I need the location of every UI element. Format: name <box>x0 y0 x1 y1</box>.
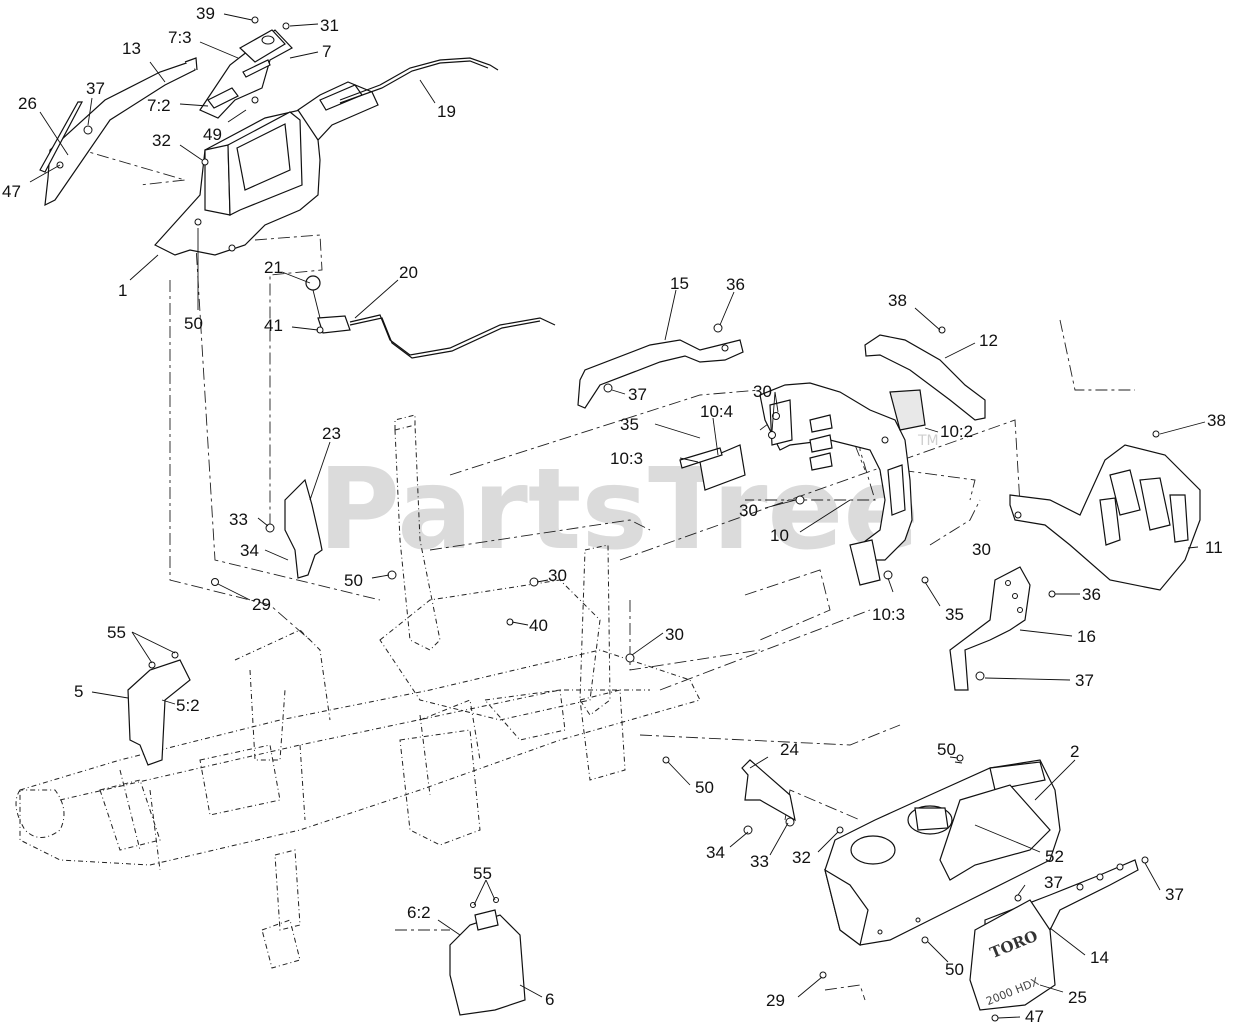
callout-label: 34 <box>240 541 259 560</box>
callout-label: 31 <box>320 16 339 35</box>
callout-label: 41 <box>264 316 283 335</box>
callout-label: 39 <box>196 4 215 23</box>
part-12-bracket <box>864 334 986 421</box>
callout-label: 37 <box>1165 885 1184 904</box>
callout-label: 12 <box>979 331 998 350</box>
callout-label: 25 <box>1068 988 1087 1007</box>
callout-label: 5 <box>74 682 83 701</box>
callout-label: 33 <box>750 852 769 871</box>
part-6-cover <box>449 897 526 1016</box>
callout-label: 49 <box>203 125 222 144</box>
callout-label: 5:2 <box>176 696 200 715</box>
part-10-2-plate <box>889 389 926 431</box>
callout-label: 32 <box>792 848 811 867</box>
callout-label: 10:3 <box>610 449 643 468</box>
callout-label: 50 <box>937 740 956 759</box>
part-2-console <box>824 759 1061 947</box>
callout-label: 7:3 <box>168 28 192 47</box>
callout-labels: 39 31 13 7:3 7 26 37 7:2 19 32 49 47 1 2… <box>2 4 1226 1026</box>
callout-label: 13 <box>122 39 141 58</box>
callout-label: 50 <box>945 960 964 979</box>
callout-label: 30 <box>665 625 684 644</box>
callout-label: 26 <box>18 94 37 113</box>
callout-label: 36 <box>726 275 745 294</box>
part-13-bracket <box>44 57 198 207</box>
mower-frame <box>15 414 701 969</box>
callout-label: 37 <box>1044 873 1063 892</box>
callout-label: 47 <box>2 182 21 201</box>
part-11-guard <box>1009 444 1201 591</box>
callout-label: 15 <box>670 274 689 293</box>
part-25-decal: TORO 2000 HDX <box>969 899 1056 1011</box>
callout-label: 30 <box>972 540 991 559</box>
callout-label: 6 <box>545 990 554 1009</box>
callout-label: 50 <box>184 314 203 333</box>
callout-label: 36 <box>1082 585 1101 604</box>
callout-label: 47 <box>1025 1007 1044 1026</box>
callout-label: 35 <box>620 415 639 434</box>
callout-label: 30 <box>753 382 772 401</box>
callout-label: 30 <box>739 501 758 520</box>
callout-label: 10:4 <box>700 402 733 421</box>
callout-label: 50 <box>695 778 714 797</box>
callout-label: 10 <box>770 526 789 545</box>
leader-lines <box>29 13 1206 1019</box>
callout-label: 10:3 <box>872 605 905 624</box>
callout-label: 33 <box>229 510 248 529</box>
callout-label: 34 <box>706 843 725 862</box>
callout-label: 20 <box>399 263 418 282</box>
callout-label: 52 <box>1045 847 1064 866</box>
callout-label: 23 <box>322 424 341 443</box>
part-15-bracket <box>577 339 744 409</box>
callout-label: 55 <box>473 864 492 883</box>
callout-label: 55 <box>107 623 126 642</box>
callout-label: 32 <box>152 131 171 150</box>
part-26-strip <box>39 101 83 173</box>
part-24-bracket <box>741 759 796 835</box>
watermark-tm: TM <box>917 433 939 449</box>
callout-label: 38 <box>888 291 907 310</box>
callout-label: 2 <box>1070 742 1079 761</box>
callout-label: 14 <box>1090 948 1109 967</box>
callout-label: 30 <box>548 566 567 585</box>
callout-label: 37 <box>628 385 647 404</box>
callout-label: 29 <box>252 595 271 614</box>
part-7-plate <box>199 29 293 119</box>
callout-label: 37 <box>86 79 105 98</box>
callout-label: 50 <box>344 571 363 590</box>
callout-label: 35 <box>945 605 964 624</box>
callout-label: 6:2 <box>407 903 431 922</box>
callout-label: 7 <box>322 42 331 61</box>
callout-label: 29 <box>766 991 785 1010</box>
callout-label: 21 <box>264 258 283 277</box>
callout-label: 24 <box>780 740 799 759</box>
callout-label: 10:2 <box>940 422 973 441</box>
callout-label: 7:2 <box>147 96 171 115</box>
callout-label: 16 <box>1077 627 1096 646</box>
callout-label: 19 <box>437 102 456 121</box>
throttle-assembly <box>305 275 556 359</box>
part-23-bracket <box>265 478 323 579</box>
callout-label: 11 <box>1205 538 1223 557</box>
part-16-bracket <box>949 566 1031 691</box>
callout-label: 38 <box>1207 411 1226 430</box>
cable-19 <box>339 57 499 101</box>
part-5-cover <box>127 651 191 766</box>
callout-label: 40 <box>529 616 548 635</box>
callout-label: 37 <box>1075 671 1094 690</box>
callout-label: 1 <box>118 281 127 300</box>
part-1-console <box>154 81 379 256</box>
